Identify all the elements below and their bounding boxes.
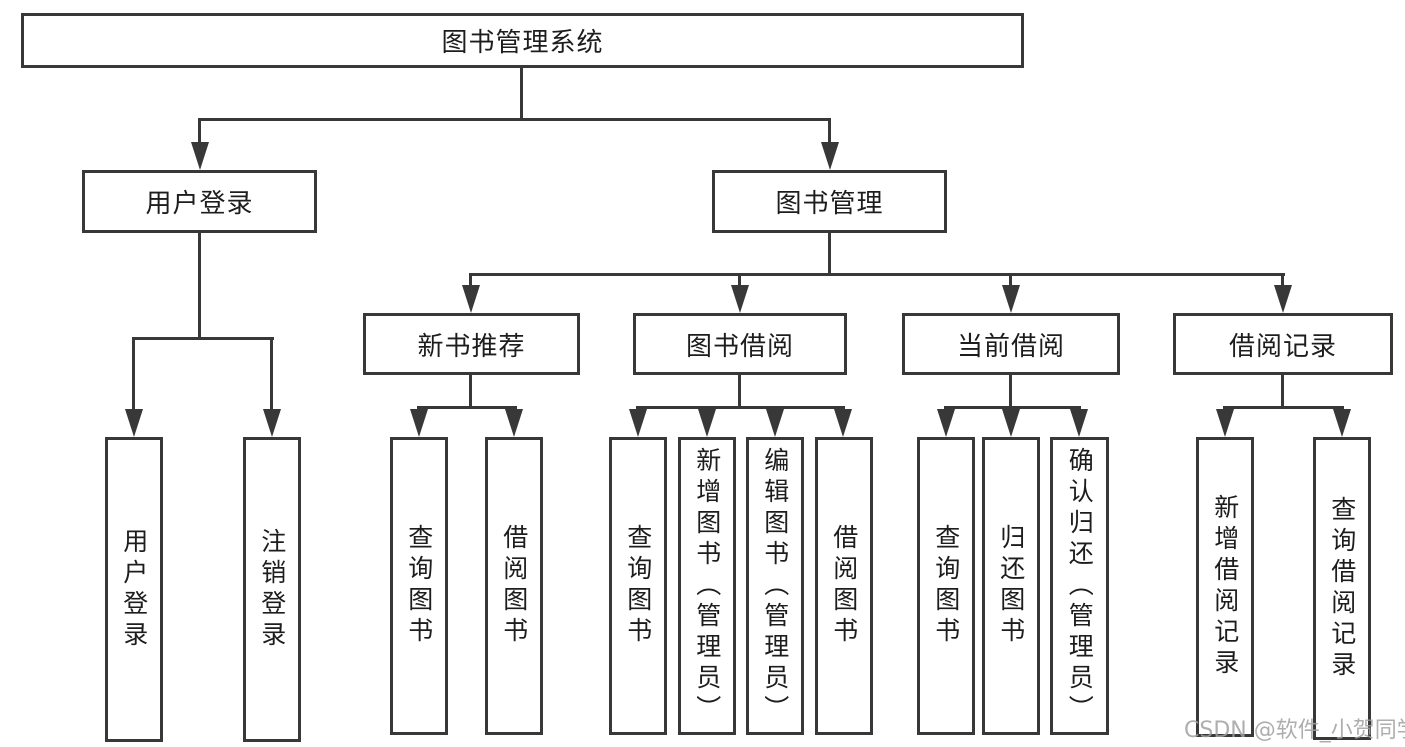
arrowhead-leaf-return-books bbox=[1002, 409, 1020, 437]
leaf-query-books-3-label: 查询图书 bbox=[931, 524, 961, 648]
leaf-return-books-label: 归还图书 bbox=[996, 524, 1026, 648]
connector-current-borrow-stub bbox=[1009, 375, 1012, 409]
arrowhead-leaf-borrow-books-2 bbox=[834, 409, 852, 437]
arrowhead-book-mgmt bbox=[821, 142, 839, 170]
leaf-query-books-2: 查询图书 bbox=[609, 437, 667, 735]
leaf-confirm-return-admin-label: 确认归还（管理员） bbox=[1065, 446, 1095, 726]
leaf-logout-label: 注销登录 bbox=[257, 527, 287, 652]
connector-book-mgmt-stub bbox=[828, 233, 831, 275]
connector-user-login-stub bbox=[198, 233, 201, 339]
connector-drop-book-mgmt bbox=[828, 118, 831, 146]
leaf-add-borrow-record-label: 新增借阅记录 bbox=[1210, 494, 1240, 680]
node-new-books-label: 新书推荐 bbox=[417, 331, 526, 362]
leaf-edit-books-admin-label: 编辑图书（管理员） bbox=[760, 446, 790, 726]
connector-drop-logout-leaf bbox=[270, 337, 273, 413]
leaf-query-books-2-label: 查询图书 bbox=[623, 524, 653, 648]
connector-book-borrow-stub bbox=[738, 375, 741, 409]
connector-user-login-bar bbox=[132, 337, 274, 340]
leaf-borrow-books-1-label: 借阅图书 bbox=[499, 524, 529, 648]
node-book-mgmt-label: 图书管理 bbox=[775, 189, 884, 219]
connector-drop-current-borrow bbox=[1009, 273, 1012, 288]
leaf-logout: 注销登录 bbox=[243, 437, 301, 742]
node-user-login-label: 用户登录 bbox=[145, 189, 254, 219]
node-current-borrow: 当前借阅 bbox=[902, 313, 1120, 375]
node-root-label: 图书管理系统 bbox=[441, 28, 604, 58]
connector-drop-book-borrow bbox=[738, 273, 741, 288]
leaf-add-books-admin-label: 新增图书（管理员） bbox=[692, 446, 722, 726]
connector-root-stub bbox=[520, 68, 523, 120]
arrowhead-current-borrow bbox=[1002, 285, 1020, 313]
connector-level3-bar bbox=[469, 273, 1285, 276]
node-borrow-records: 借阅记录 bbox=[1173, 313, 1393, 375]
arrowhead-book-borrow bbox=[731, 285, 749, 313]
arrowhead-login-leaf bbox=[125, 409, 143, 437]
arrowhead-leaf-edit-books bbox=[766, 409, 784, 437]
node-borrow-records-label: 借阅记录 bbox=[1228, 331, 1337, 362]
leaf-borrow-books-2: 借阅图书 bbox=[815, 437, 873, 735]
node-book-borrow-label: 图书借阅 bbox=[685, 331, 794, 362]
leaf-user-login-label: 用户登录 bbox=[119, 527, 149, 652]
connector-new-books-stub bbox=[469, 375, 472, 409]
leaf-edit-books-admin: 编辑图书（管理员） bbox=[746, 437, 804, 735]
arrowhead-leaf-query-record bbox=[1333, 409, 1351, 437]
arrowhead-borrow-records bbox=[1274, 285, 1292, 313]
leaf-borrow-books-2-label: 借阅图书 bbox=[829, 524, 859, 648]
arrowhead-leaf-add-books bbox=[698, 409, 716, 437]
connector-level2-bar bbox=[199, 118, 831, 121]
connector-borrow-records-stub bbox=[1281, 375, 1284, 409]
leaf-add-books-admin: 新增图书（管理员） bbox=[678, 437, 736, 735]
leaf-query-borrow-record-label: 查询借阅记录 bbox=[1327, 495, 1357, 682]
leaf-add-borrow-record: 新增借阅记录 bbox=[1196, 437, 1254, 737]
node-current-borrow-label: 当前借阅 bbox=[956, 331, 1065, 362]
connector-borrow-records-bar bbox=[1223, 406, 1344, 409]
connector-drop-new-books bbox=[469, 273, 472, 288]
watermark: CSDN @软件_小贺同学 bbox=[1184, 718, 1405, 743]
leaf-query-borrow-record: 查询借阅记录 bbox=[1313, 437, 1371, 740]
node-root: 图书管理系统 bbox=[21, 13, 1024, 68]
arrowhead-leaf-borrow-books-1 bbox=[505, 409, 523, 437]
node-book-mgmt: 图书管理 bbox=[712, 170, 947, 233]
connector-current-borrow-bar bbox=[944, 406, 1081, 409]
connector-book-borrow-bar bbox=[636, 406, 845, 409]
leaf-borrow-books-1: 借阅图书 bbox=[485, 437, 543, 735]
arrowhead-user-login bbox=[191, 142, 209, 170]
node-new-books: 新书推荐 bbox=[363, 313, 580, 375]
arrowhead-leaf-query-books-3 bbox=[937, 409, 955, 437]
leaf-query-books-1-label: 查询图书 bbox=[404, 524, 434, 648]
leaf-confirm-return-admin: 确认归还（管理员） bbox=[1050, 437, 1109, 735]
leaf-user-login: 用户登录 bbox=[105, 437, 163, 742]
arrowhead-logout-leaf bbox=[263, 409, 281, 437]
node-user-login: 用户登录 bbox=[82, 170, 317, 233]
connector-drop-user-login bbox=[198, 118, 201, 146]
leaf-return-books: 归还图书 bbox=[982, 437, 1040, 735]
connector-drop-login-leaf bbox=[132, 337, 135, 413]
arrowhead-leaf-add-record bbox=[1216, 409, 1234, 437]
connector-drop-borrow-records bbox=[1281, 273, 1284, 288]
arrowhead-leaf-confirm-return bbox=[1070, 409, 1088, 437]
arrowhead-leaf-query-books-1 bbox=[410, 409, 428, 437]
leaf-query-books-3: 查询图书 bbox=[917, 437, 975, 735]
connector-new-books-bar bbox=[417, 406, 517, 409]
arrowhead-new-books bbox=[462, 285, 480, 313]
node-book-borrow: 图书借阅 bbox=[633, 313, 847, 375]
leaf-query-books-1: 查询图书 bbox=[390, 437, 448, 735]
arrowhead-leaf-query-books-2 bbox=[629, 409, 647, 437]
